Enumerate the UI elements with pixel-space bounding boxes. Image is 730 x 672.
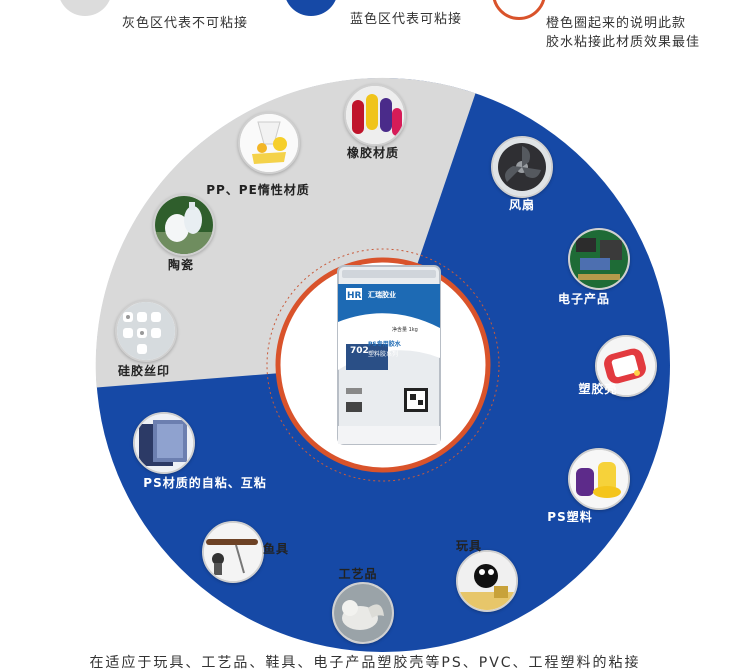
product-model-line2: 塑料胶系列 [368,351,399,358]
crafts-thumb [332,582,394,644]
label-crafts: 工艺品 [338,567,378,581]
blue-legend-dot [284,0,338,16]
center-dashed-ring [266,248,500,482]
silicone-print-thumb [115,300,177,362]
label-fan: 风扇 [508,198,536,212]
gray-legend-dot [58,0,112,16]
ps-self-thumb [133,412,195,474]
bottom-caption: 在适应于玩具、工艺品、鞋具、电子产品塑胶壳等PS、PVC、工程塑料的粘接 [89,655,641,671]
product-model-line1: PS专用胶水 [368,341,401,348]
ceramic-thumb [153,194,215,256]
label-silicone-print: 硅胶丝印 [117,364,171,378]
electronics-thumb [568,228,630,290]
label-fishing-tackle: 鱼具 [262,542,290,556]
plastic-shell-thumb [595,335,657,397]
label-rubber: 橡胶材质 [346,146,400,160]
toys-thumb [456,550,518,612]
product-can: HR 汇瑞胶业 净含量 1kg PS专用胶水 702 塑料胶系列 [334,262,444,448]
label-ps-plastic: PS塑料 [547,510,593,524]
label-plastic-shell: 塑胶壳 [578,382,618,396]
orange-legend-text-1: 橙色圈起来的说明此款 [546,16,687,31]
label-pp-pe: PP、PE惰性材质 [206,183,310,197]
product-brand: 汇瑞胶业 [368,291,396,299]
center-orange-ring [275,257,491,473]
product-model-code: 702 [350,346,369,356]
ps-plastic-thumb [568,448,630,510]
label-ceramic: 陶瓷 [167,258,195,272]
label-ps-self: PS材质的自粘、互粘 [143,476,267,490]
rubber-thumb [344,84,406,146]
fan-thumb [491,136,553,198]
label-electronics: 电子产品 [557,292,611,306]
blue-legend-text: 蓝色区代表可粘接 [350,12,463,27]
svg-text:HR: HR [347,291,362,301]
fishing-tackle-thumb [202,521,264,583]
product-weight: 净含量 1kg [392,327,418,333]
pp-pe-thumb [238,112,300,174]
label-toys: 玩具 [455,539,483,553]
gray-legend-text: 灰色区代表不可粘接 [122,16,249,31]
orange-legend-text-2: 胶水粘接此材质效果最佳 [546,35,701,50]
